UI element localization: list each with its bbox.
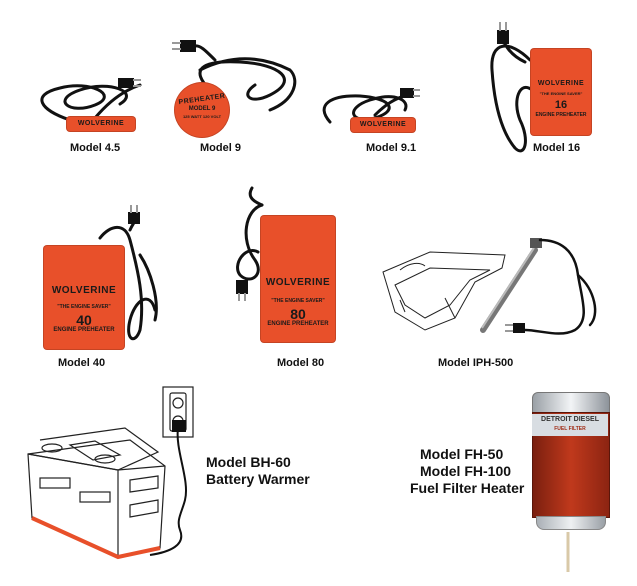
cord-icon	[172, 40, 297, 112]
product-label: Model 80	[277, 357, 325, 369]
filter-can-text: FUEL FILTER	[554, 426, 586, 432]
heater-pad: WOLVERINE "THE ENGINE SAVER" 80 ENGINE P…	[260, 215, 336, 343]
product-label: Model 4.5	[70, 142, 121, 154]
oil-pan-icon	[382, 238, 597, 335]
filter-label-line2: Model FH-100	[420, 463, 512, 479]
cord-icon	[40, 78, 142, 122]
battery-label-line1: Model BH-60	[206, 454, 291, 470]
cord-icon	[490, 22, 534, 153]
cord-icon	[566, 532, 570, 572]
product-label: Model 16	[533, 142, 581, 154]
product-label: Model 9	[200, 142, 241, 154]
heater-pad: WOLVERINE "THE ENGINE SAVER" 16 ENGINE P…	[530, 48, 592, 136]
filter-can-text: DETROIT DIESEL	[541, 416, 599, 423]
battery-icon	[27, 386, 194, 560]
heater-pad-round: PREHEATER MODEL 9 125 WATT 120 VOLT	[174, 82, 230, 138]
battery-label-line2: Battery Warmer	[206, 471, 310, 487]
cord-icon	[236, 186, 264, 301]
filter-label-line1: Model FH-50	[420, 446, 504, 462]
product-label: Model 9.1	[366, 142, 417, 154]
cord-icon	[98, 205, 158, 341]
filter-can: DETROIT DIESEL FUEL FILTER	[532, 392, 610, 532]
heater-pad: WOLVERINE	[66, 116, 136, 132]
heater-pad: WOLVERINE "THE ENGINE SAVER" 40 ENGINE P…	[43, 245, 125, 350]
filter-label-line3: Fuel Filter Heater	[410, 480, 525, 496]
product-label: Model IPH-500	[438, 357, 514, 369]
product-label: Model 40	[58, 357, 106, 369]
heater-pad: WOLVERINE	[350, 117, 416, 133]
